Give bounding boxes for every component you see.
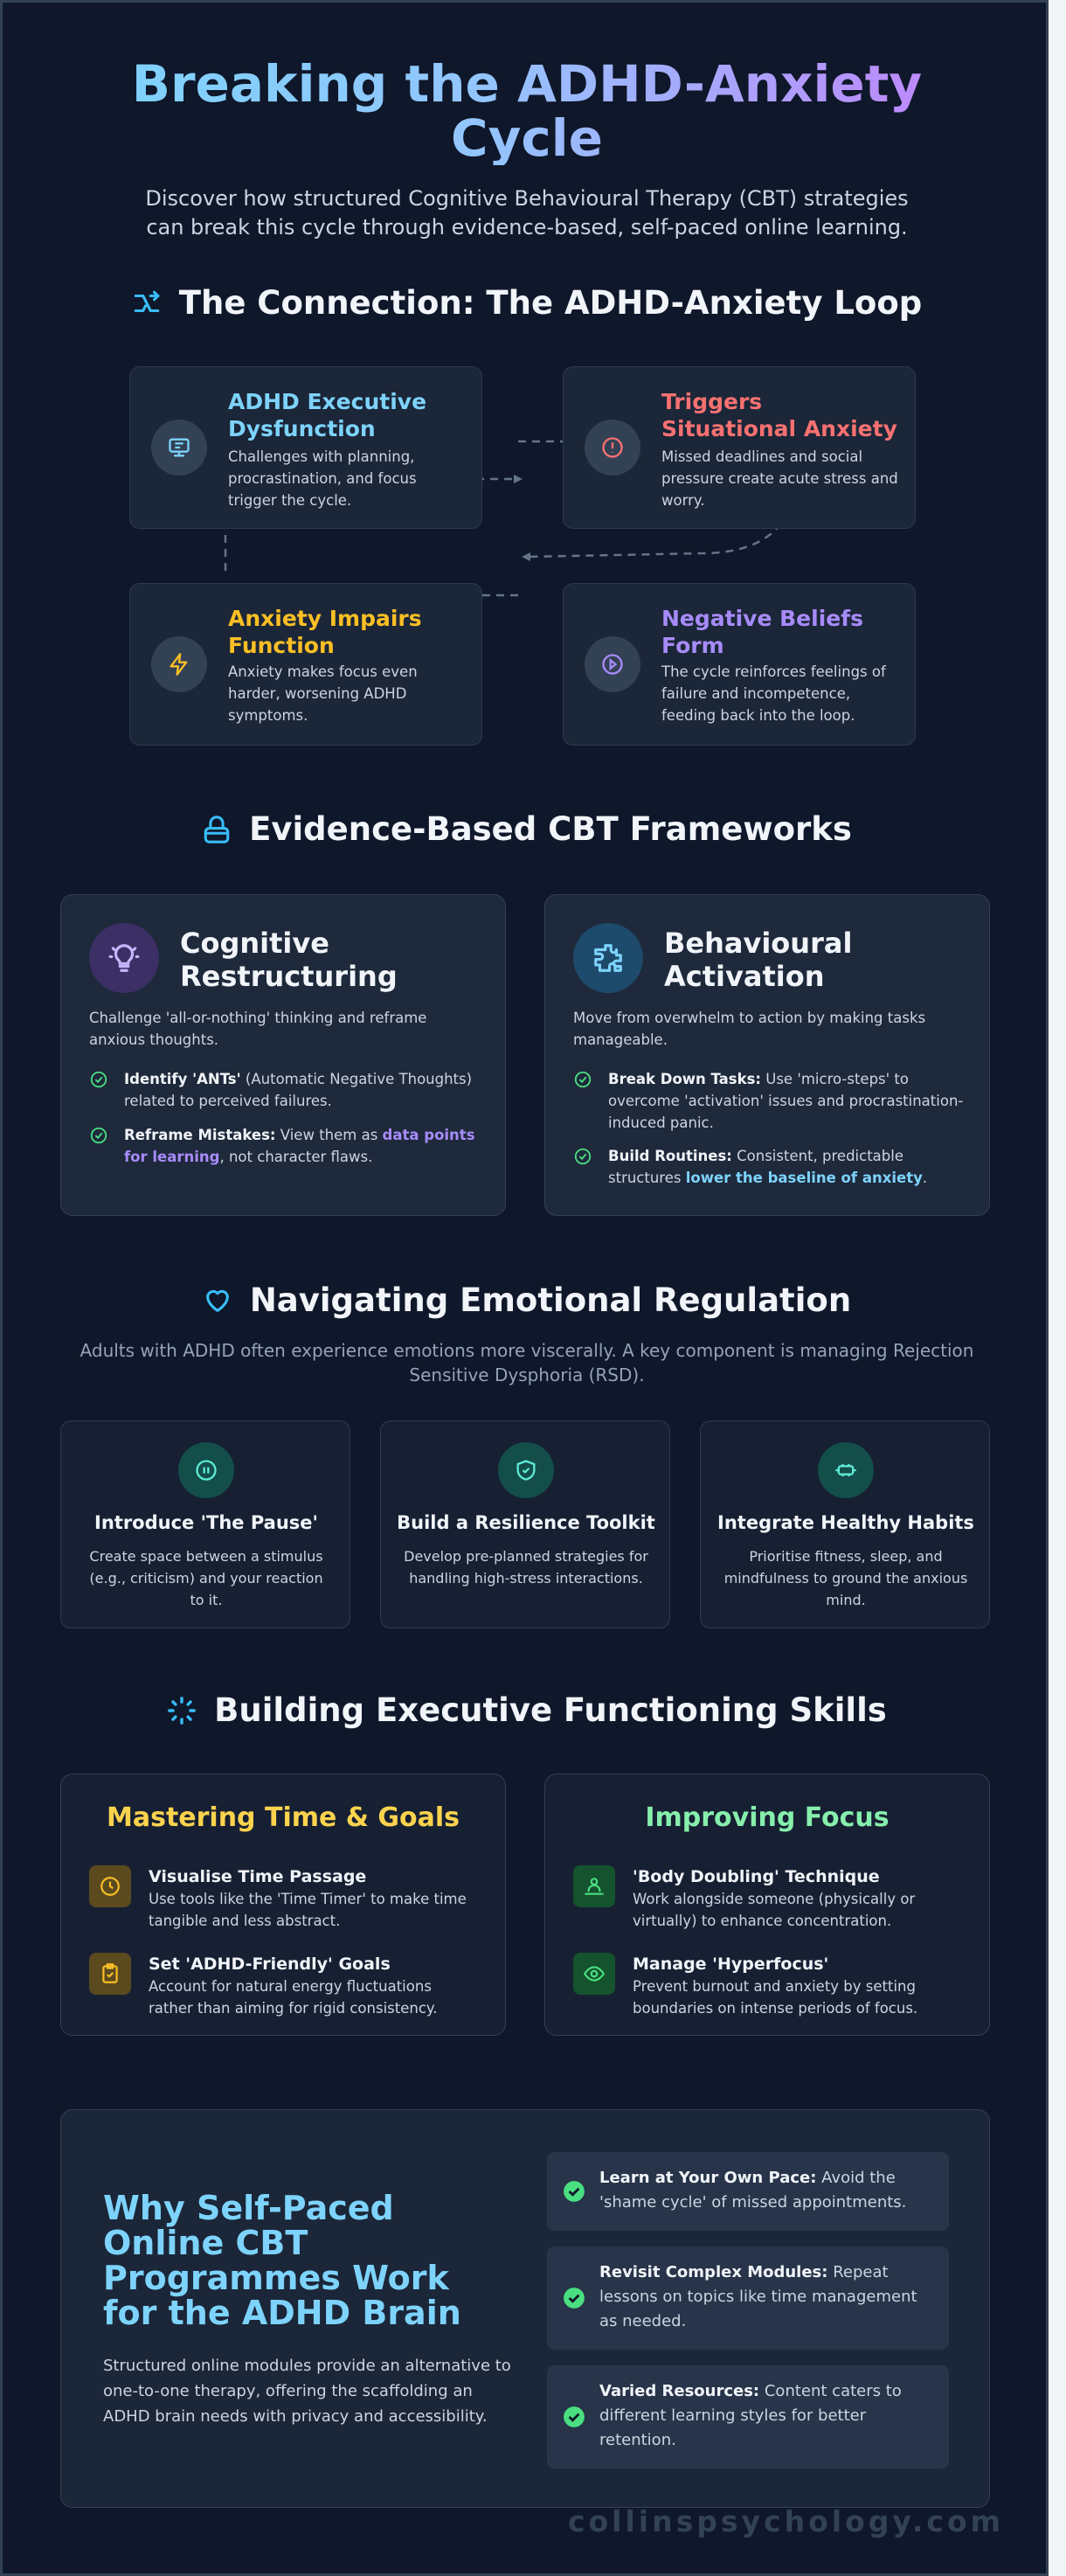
footer-watermark: collinspsychology.com bbox=[567, 2504, 1004, 2538]
play-circle-icon bbox=[602, 654, 623, 675]
check-circle-icon bbox=[574, 1148, 592, 1165]
check-circle-icon bbox=[564, 2181, 585, 2202]
framework-item: Identify 'ANTs' (Automatic Negative Thou… bbox=[89, 1068, 482, 1112]
person-desk-icon bbox=[585, 1878, 604, 1895]
emotion-card-title: Introduce 'The Pause' bbox=[94, 1512, 318, 1533]
loop-card-desc: Challenges with planning, procrastinatio… bbox=[228, 448, 417, 509]
framework-card-behavioural: Behavioural Activation Move from overwhe… bbox=[544, 894, 990, 1216]
loop-card-desc: The cycle reinforces feelings of failure… bbox=[661, 663, 886, 724]
shield-check-icon bbox=[516, 1460, 536, 1481]
clipboard-check-icon bbox=[102, 1963, 118, 1983]
emotion-card-pause: Introduce 'The Pause' Create space betwe… bbox=[60, 1420, 350, 1628]
loop-card-title: Triggers Situational Anxiety bbox=[661, 389, 897, 441]
framework-title: Cognitive Restructuring bbox=[180, 927, 398, 993]
check-circle-icon bbox=[564, 2406, 585, 2427]
exec-item: Visualise Time Passage Use tools like th… bbox=[89, 1865, 474, 1932]
puzzle-icon bbox=[594, 944, 622, 972]
page-subtitle: Discover how structured Cognitive Behavi… bbox=[145, 186, 909, 240]
section-title: Evidence-Based CBT Frameworks bbox=[249, 810, 852, 848]
exec-card-title: Mastering Time & Goals bbox=[106, 1802, 460, 1833]
alert-circle-icon bbox=[602, 437, 623, 458]
framework-item: Reframe Mistakes: View them as data poin… bbox=[89, 1124, 482, 1168]
emotion-subtitle: Adults with ADHD often experience emotio… bbox=[80, 1340, 974, 1385]
lock-icon bbox=[204, 815, 230, 844]
hero: Breaking the ADHD-Anxiety Cycle Discover… bbox=[3, 57, 1046, 242]
why-card: Why Self-Paced Online CBT Programmes Wor… bbox=[60, 2109, 990, 2508]
why-item: Varied Resources: Content caters to diff… bbox=[547, 2365, 949, 2468]
framework-intro: Challenge 'all-or-nothing' thinking and … bbox=[89, 1010, 427, 1048]
emotion-card-title: Build a Resilience Toolkit bbox=[397, 1512, 655, 1533]
page-title: Breaking the ADHD-Anxiety Cycle bbox=[90, 57, 964, 165]
exec-item: Manage 'Hyperfocus' Prevent burnout and … bbox=[573, 1953, 958, 2019]
loop-card-adhd: ADHD Executive Dysfunction Challenges wi… bbox=[129, 366, 482, 529]
why-desc: Structured online modules provide an alt… bbox=[103, 2357, 511, 2426]
emotion-card-desc: Develop pre-planned strategies for handl… bbox=[404, 1548, 648, 1587]
check-circle-icon bbox=[574, 1071, 592, 1088]
exec-item: Set 'ADHD-Friendly' Goals Account for na… bbox=[89, 1953, 474, 2019]
loop-card-beliefs: Negative Beliefs Form The cycle reinforc… bbox=[563, 583, 916, 746]
heart-icon bbox=[205, 1289, 229, 1312]
emotion-card-toolkit: Build a Resilience Toolkit Develop pre-p… bbox=[380, 1420, 670, 1628]
section-title: Navigating Emotional Regulation bbox=[249, 1281, 852, 1319]
check-circle-icon bbox=[90, 1127, 107, 1144]
why-item: Learn at Your Own Pace: Avoid the 'shame… bbox=[547, 2152, 949, 2231]
loop-card-desc: Missed deadlines and social pressure cre… bbox=[661, 448, 898, 509]
loop-card-desc: Anxiety makes focus even harder, worseni… bbox=[228, 663, 418, 724]
exec-card-time: Mastering Time & Goals Visualise Time Pa… bbox=[60, 1774, 506, 2036]
loop-card-anxiety: Anxiety Impairs Function Anxiety makes f… bbox=[129, 583, 482, 746]
section-title: Building Executive Functioning Skills bbox=[214, 1691, 887, 1729]
exec-item: 'Body Doubling' Technique Work alongside… bbox=[573, 1865, 958, 1932]
clock-icon bbox=[100, 1877, 120, 1896]
loop-icon bbox=[134, 290, 160, 312]
emotion-card-desc: Create space between a stimulus (e.g., c… bbox=[89, 1548, 323, 1608]
emotion-card-desc: Prioritise fitness, sleep, and mindfulne… bbox=[723, 1548, 968, 1608]
cbt-heading: Evidence-Based CBT Frameworks bbox=[3, 810, 1046, 848]
loop-card-title: ADHD Executive Dysfunction bbox=[228, 389, 427, 441]
spinner-icon bbox=[168, 1696, 197, 1725]
framework-item: Break Down Tasks: Use 'micro-steps' to o… bbox=[573, 1068, 966, 1134]
emotion-heading: Navigating Emotional Regulation bbox=[3, 1281, 1046, 1319]
lightbulb-icon bbox=[108, 944, 140, 972]
executive-heading: Building Executive Functioning Skills bbox=[3, 1691, 1046, 1729]
exec-card-focus: Improving Focus 'Body Doubling' Techniqu… bbox=[544, 1774, 990, 2036]
framework-title: Behavioural Activation bbox=[664, 927, 853, 993]
loop-card-triggers: Triggers Situational Anxiety Missed dead… bbox=[563, 366, 916, 529]
dumbbell-icon bbox=[835, 1464, 856, 1476]
why-item: Revisit Complex Modules: Repeat lessons … bbox=[547, 2246, 949, 2350]
section-title: The Connection: The ADHD-Anxiety Loop bbox=[178, 284, 923, 322]
framework-card-cognitive: Cognitive Restructuring Challenge 'all-o… bbox=[60, 894, 506, 1216]
framework-intro: Move from overwhelm to action by making … bbox=[573, 1010, 926, 1048]
lightning-icon bbox=[170, 653, 188, 676]
emotion-card-habits: Integrate Healthy Habits Prioritise fitn… bbox=[700, 1420, 990, 1628]
loop-card-title: Negative Beliefs Form bbox=[661, 606, 863, 658]
why-title: Why Self-Paced Online CBT Programmes Wor… bbox=[103, 2189, 461, 2332]
eye-icon bbox=[583, 1966, 606, 1982]
loop-card-title: Anxiety Impairs Function bbox=[228, 606, 422, 658]
check-circle-icon bbox=[564, 2288, 585, 2309]
connection-heading: The Connection: The ADHD-Anxiety Loop bbox=[3, 284, 1046, 322]
exec-card-title: Improving Focus bbox=[645, 1802, 889, 1833]
monitor-icon bbox=[169, 438, 190, 457]
emotion-card-title: Integrate Healthy Habits bbox=[717, 1512, 974, 1533]
framework-item: Build Routines: Consistent, predictable … bbox=[573, 1145, 966, 1189]
pause-icon bbox=[196, 1460, 217, 1481]
check-circle-icon bbox=[90, 1071, 107, 1088]
